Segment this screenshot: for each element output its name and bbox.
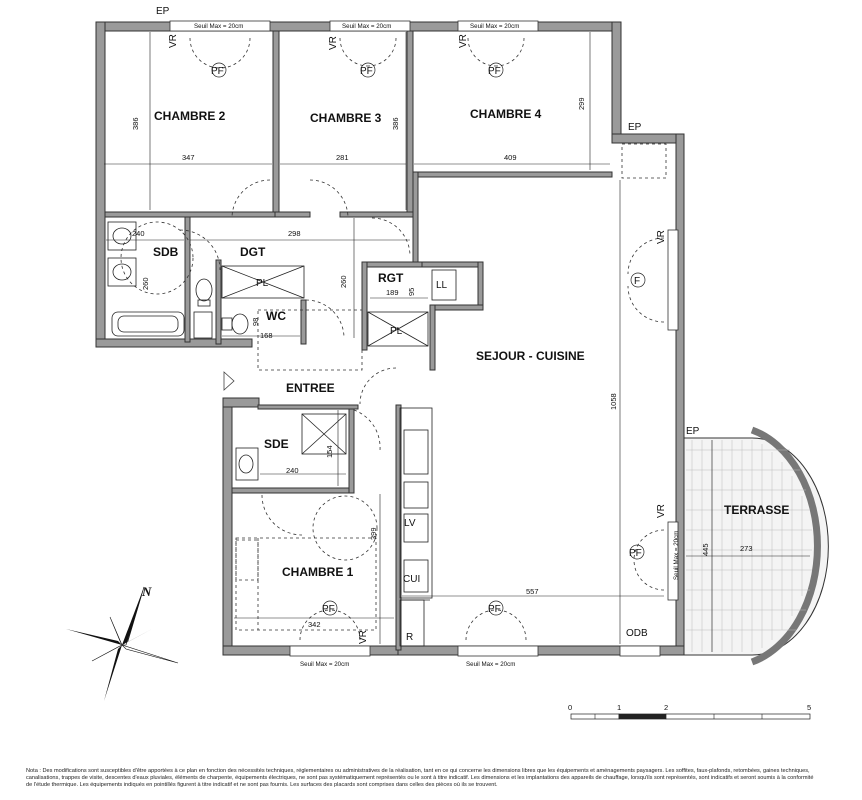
room-sdb: SDB [153, 245, 179, 259]
seuil-c2: Seuil Max = 20cm [194, 23, 243, 30]
dim-c1-h: 399 [369, 527, 378, 540]
tag-pf-c4: PF [488, 66, 501, 77]
bathroom-fixtures [107, 221, 457, 481]
dim-sejour-w: 557 [526, 587, 539, 596]
tag-r: R [406, 632, 413, 643]
tag-f: F [634, 276, 640, 287]
pf-markers [211, 62, 646, 616]
dim-c2-w: 347 [182, 153, 195, 162]
dim-sejour-h: 1058 [609, 393, 618, 410]
tag-vr-c4: VR [458, 34, 469, 48]
disclaimer-note: Nota : Des modifications sont susceptibl… [26, 768, 814, 788]
tag-vr-c1: VR [358, 630, 369, 644]
seuil-terrace: Seuil Max = 20cm [673, 531, 680, 580]
dim-rgt-h: 95 [407, 288, 416, 296]
tag-cui: CUI [403, 574, 420, 585]
tag-lv: LV [404, 518, 416, 529]
scale-tick-2: 2 [664, 703, 668, 712]
room-wc: WC [266, 309, 286, 323]
entrance-arrow-icon [223, 371, 235, 391]
room-chambre-1: CHAMBRE 1 [282, 565, 354, 579]
dim-c4-w: 409 [504, 153, 517, 162]
tag-pl-rgt: PL [390, 326, 403, 337]
door-swings [179, 37, 665, 641]
tag-odb: ODB [626, 628, 648, 639]
dim-c2-h: 386 [131, 117, 140, 130]
seuil-c1: Seuil Max = 20cm [300, 661, 349, 668]
dimension-lines [104, 32, 810, 652]
dim-rgt-w: 189 [386, 288, 399, 297]
furniture-outlines [120, 221, 378, 631]
dim-dgt-h: 260 [339, 275, 348, 288]
room-chambre-2: CHAMBRE 2 [154, 109, 226, 123]
dim-sde-w: 240 [286, 466, 299, 475]
tag-ll: LL [436, 280, 448, 291]
dim-sde-h: 154 [325, 445, 334, 458]
room-sde: SDE [264, 437, 289, 451]
windows [169, 20, 679, 657]
room-entree: ENTREE [286, 381, 335, 395]
dim-terrasse-w: 273 [740, 544, 753, 553]
tag-ep-right: EP [628, 122, 642, 133]
interior-partitions [104, 30, 613, 651]
tag-ep-terrace: EP [686, 426, 700, 437]
terrace [683, 426, 829, 666]
dim-wc-h: 98 [251, 318, 260, 326]
room-dgt: DGT [240, 245, 266, 259]
tag-pf-c2: PF [211, 66, 224, 77]
tag-vr-sejour: VR [656, 230, 667, 244]
room-terrasse: TERRASSE [724, 503, 789, 517]
room-chambre-4: CHAMBRE 4 [470, 107, 542, 121]
dim-sdb-h: 260 [141, 277, 150, 290]
compass-north-label: N [141, 584, 152, 599]
tag-vr-c3: VR [328, 36, 339, 50]
room-sejour-cuisine: SEJOUR - CUISINE [476, 349, 585, 363]
dim-c4-h: 299 [577, 97, 586, 110]
kitchen-counter [399, 407, 433, 647]
tag-pf-terrace: PF [629, 548, 642, 559]
technical-duct [621, 143, 667, 179]
seuil-c4: Seuil Max = 20cm [470, 23, 519, 30]
dim-terrasse-h: 445 [701, 543, 710, 556]
room-chambre-3: CHAMBRE 3 [310, 111, 382, 125]
compass-rose-icon [66, 586, 179, 701]
tag-pf-c1: PF [322, 604, 335, 615]
seuil-sejour: Seuil Max = 20cm [466, 661, 515, 668]
tag-ep-top: EP [156, 6, 170, 17]
tag-pf-sejour: PF [488, 604, 501, 615]
dim-dgt-w: 298 [288, 229, 301, 238]
tag-pf-c3: PF [360, 66, 373, 77]
tag-pl-dgt: PL [256, 278, 269, 289]
seuil-c3: Seuil Max = 20cm [342, 23, 391, 30]
scale-tick-0: 0 [568, 703, 572, 712]
dim-wc-w: 168 [260, 331, 273, 340]
dim-sdb-w: 240 [132, 229, 145, 238]
dim-c3-w: 281 [336, 153, 349, 162]
scale-tick-5: 5 [807, 703, 811, 712]
dim-c3-h: 386 [391, 117, 400, 130]
floor-plan: CHAMBRE 2 CHAMBRE 3 CHAMBRE 4 SDB DGT RG… [66, 6, 829, 720]
room-rgt: RGT [378, 271, 404, 285]
scale-bar [570, 713, 811, 720]
tag-vr-c2: VR [168, 34, 179, 48]
dim-c1-w: 342 [308, 620, 321, 629]
scale-tick-1: 1 [617, 703, 621, 712]
tag-vr-terrace: VR [656, 504, 667, 518]
